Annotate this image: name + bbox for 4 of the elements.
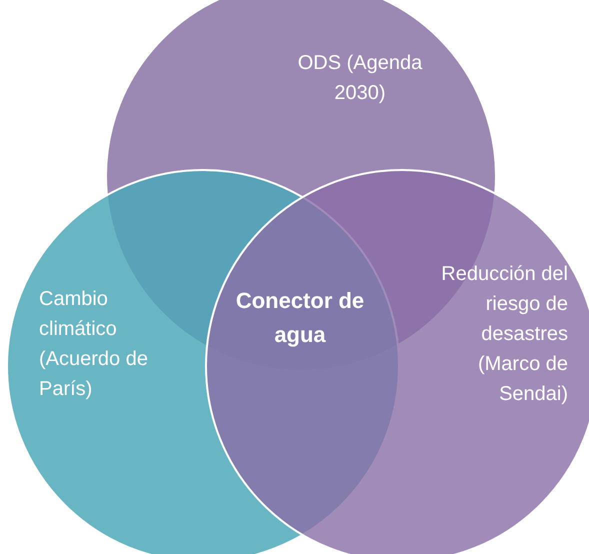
circle-label: Cambio climático (Acuerdo de París): [39, 287, 149, 402]
circle-label: Reducción del riesgo de desastres (Marco de Sendai): [440, 262, 568, 407]
circle-label: ODS (Agenda 2030): [296, 51, 424, 106]
intersection-label: Conector de agua: [234, 287, 366, 349]
